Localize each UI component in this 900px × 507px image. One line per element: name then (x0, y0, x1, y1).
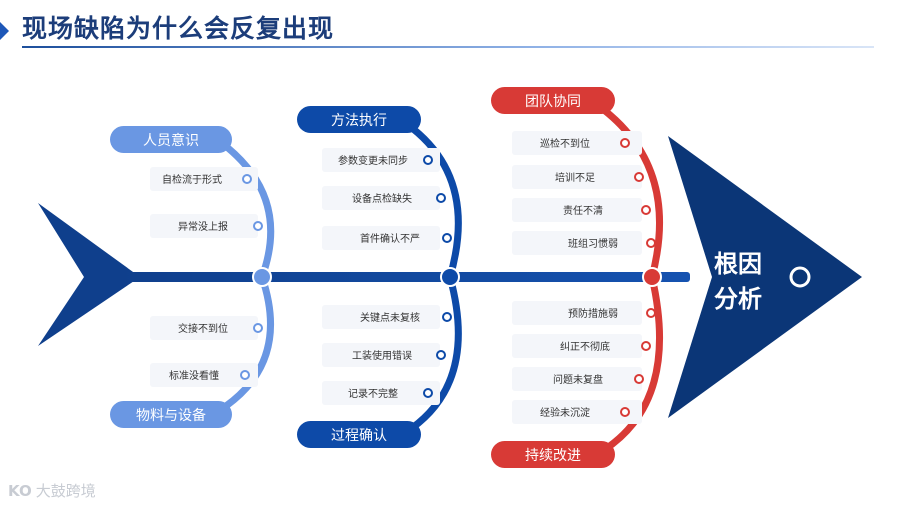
item-label: 自检流于形式 (162, 173, 222, 186)
item-label: 问题未复盘 (553, 373, 603, 386)
item-label: 关键点未复核 (360, 311, 420, 324)
item-node (436, 350, 446, 360)
item-node (423, 155, 433, 165)
title-marker-icon (0, 22, 9, 40)
item-card (322, 343, 440, 367)
item-card (512, 400, 642, 424)
category-pill-top (110, 126, 232, 153)
item-label: 异常没上报 (178, 220, 228, 233)
page-title: 现场缺陷为什么会反复出现 (22, 14, 335, 43)
bone-group-2: 方法执行 过程确认 参数变更未同步 设备点检缺失 首件确认不严 关键点未复核 工… (297, 106, 462, 448)
item-card (512, 301, 642, 325)
item-node (423, 388, 433, 398)
fish-head (668, 136, 862, 418)
item-label: 培训不足 (555, 171, 595, 184)
item-node (253, 323, 263, 333)
item-node (641, 205, 651, 215)
item-card (322, 186, 440, 210)
item-node (240, 370, 250, 380)
bone-arc-top (600, 106, 664, 281)
item-label: 标准没看懂 (169, 369, 219, 382)
bone-group-3: 团队协同 持续改进 巡检不到位 培训不足 责任不清 班组习惯弱 预防措施弱 纠正… (491, 87, 664, 468)
item-card (512, 367, 642, 391)
item-node (634, 172, 644, 182)
item-label: 纠正不彻底 (560, 340, 610, 353)
item-label: 责任不清 (563, 204, 603, 217)
item-card (150, 363, 258, 387)
category-label-bottom: 持续改进 (525, 447, 581, 464)
item-label: 经验未沉淀 (540, 406, 590, 419)
head-label-line2: 分析 (714, 285, 762, 313)
item-card (322, 226, 440, 250)
item-card (150, 214, 258, 238)
category-pill-bottom (110, 401, 232, 428)
title-underline (22, 46, 874, 48)
category-pill-bottom (297, 421, 421, 448)
item-card (512, 165, 642, 189)
item-node (436, 193, 446, 203)
watermark-text: 大鼓跨境 (35, 482, 96, 500)
item-card (512, 198, 642, 222)
bone-arc-top (224, 144, 275, 281)
page-header: 现场缺陷为什么会反复出现 (0, 0, 900, 60)
bone-arc-bottom (600, 273, 664, 454)
bone-arc-bottom (222, 273, 275, 410)
item-card (150, 316, 258, 340)
category-label-bottom: 过程确认 (331, 428, 387, 444)
bone-arc-top (408, 124, 462, 281)
spine-node (642, 267, 662, 287)
category-label-bottom: 物料与设备 (136, 407, 206, 424)
head-eye-icon (789, 266, 811, 288)
item-node (620, 407, 630, 417)
item-label: 参数变更未同步 (338, 154, 408, 167)
item-node (253, 221, 263, 231)
bone-arc-bottom (408, 273, 462, 432)
watermark-logo-icon: KO (8, 482, 32, 500)
item-node (442, 312, 452, 322)
category-pill-top (297, 106, 421, 133)
item-card (322, 381, 440, 405)
spine-node (252, 267, 272, 287)
item-label: 班组习惯弱 (568, 237, 618, 250)
item-node (442, 233, 452, 243)
category-label-top: 方法执行 (331, 113, 387, 129)
fish-tail (38, 203, 140, 346)
item-node (634, 374, 644, 384)
head-label-line1: 根因 (714, 250, 762, 278)
bone-group-1: 人员意识 物料与设备 自检流于形式 异常没上报 交接不到位 标准没看懂 (110, 126, 275, 428)
item-label: 巡检不到位 (540, 137, 590, 150)
category-pill-bottom (491, 441, 615, 468)
category-pill-top (491, 87, 615, 114)
item-card (322, 305, 440, 329)
spine-node (440, 267, 460, 287)
item-node (641, 341, 651, 351)
item-label: 工装使用错误 (352, 349, 412, 362)
item-card (512, 231, 642, 255)
item-label: 设备点检缺失 (352, 192, 412, 205)
item-label: 记录不完整 (348, 387, 398, 400)
item-card (150, 167, 258, 191)
item-label: 交接不到位 (178, 322, 228, 335)
item-card (512, 131, 642, 155)
item-card (512, 334, 642, 358)
item-node (242, 174, 252, 184)
fish-spine (118, 272, 690, 282)
item-node (646, 308, 656, 318)
category-label-top: 人员意识 (143, 132, 199, 149)
item-node (646, 238, 656, 248)
category-label-top: 团队协同 (525, 94, 581, 110)
item-node (620, 138, 630, 148)
item-card (322, 148, 440, 172)
item-label: 预防措施弱 (568, 307, 618, 320)
item-label: 首件确认不严 (360, 232, 420, 245)
